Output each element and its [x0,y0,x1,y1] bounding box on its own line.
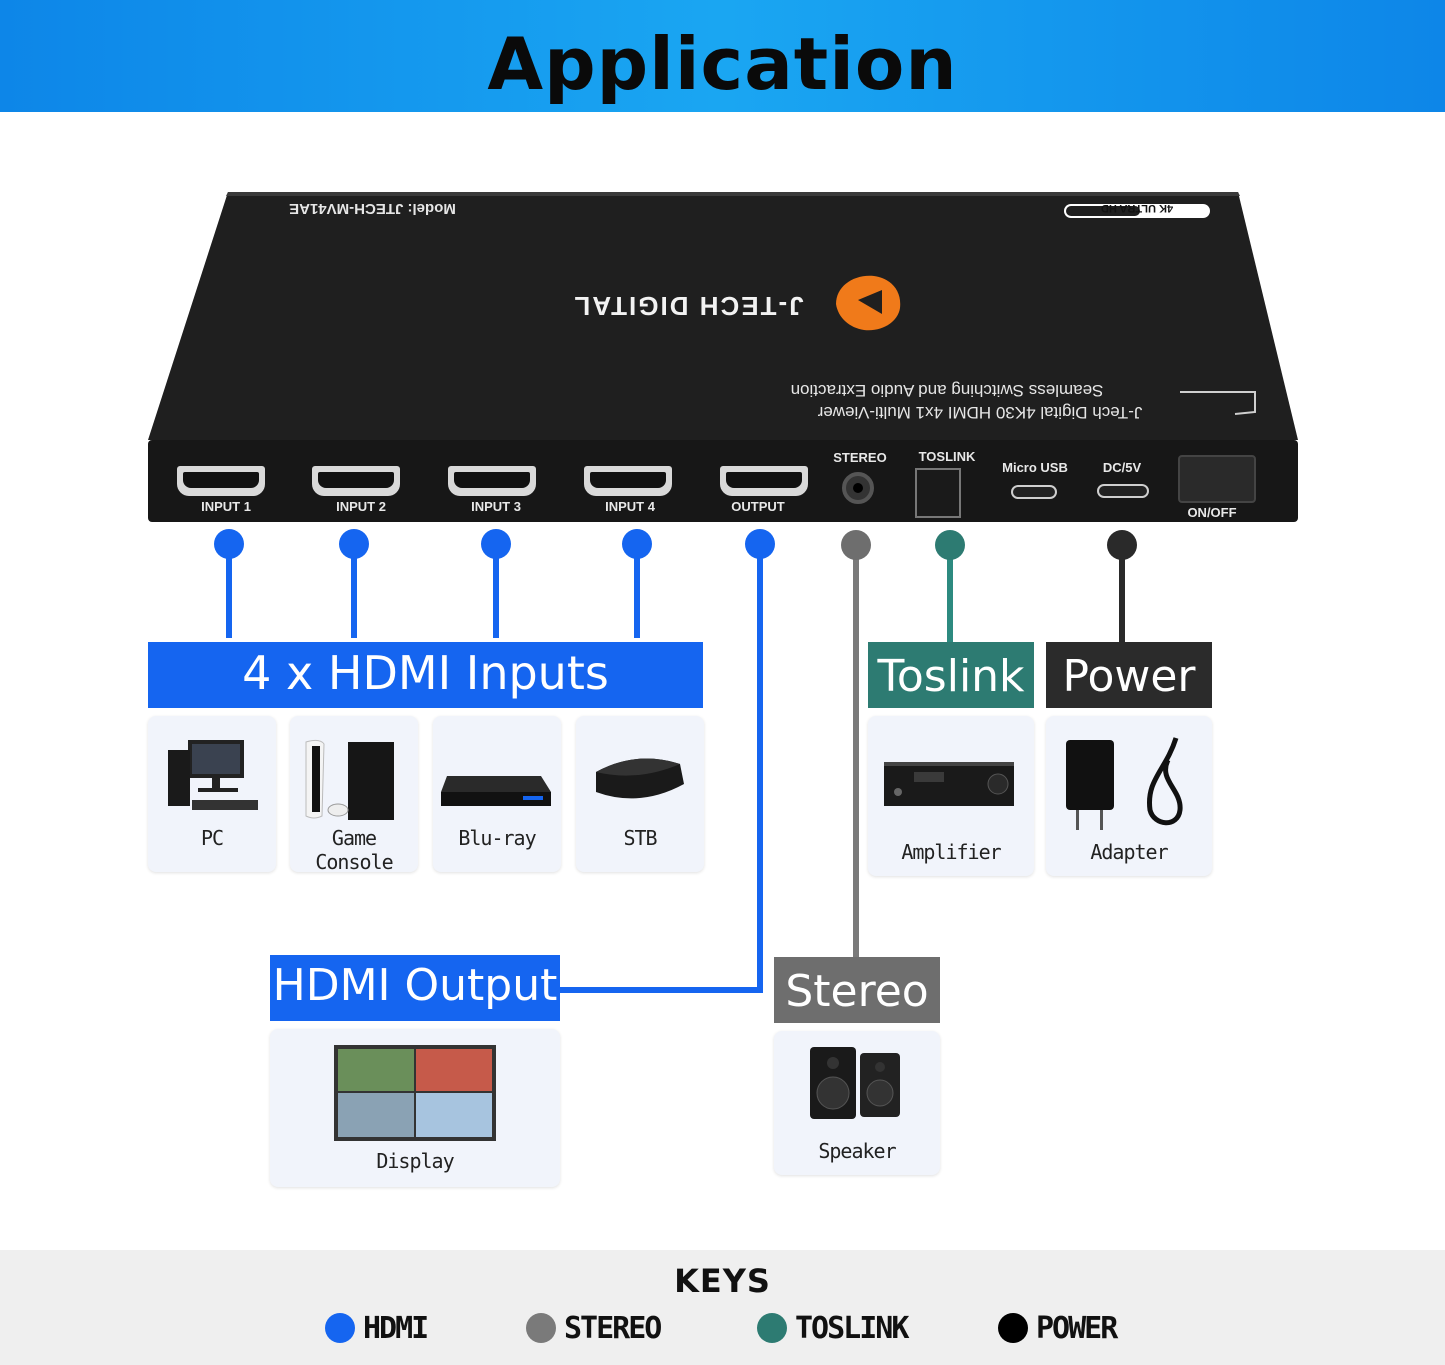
description-line-1: J-Tech Digital 4K30 HDMI 4x1 Multi-Viewe… [817,403,1143,422]
display-icon [334,1045,496,1141]
key-stereo-label: STEREO [564,1310,662,1346]
model-text: Model: JTECH-MV41AE [289,200,456,217]
hdmi-port-input-3 [448,466,536,496]
connector-line-stereo [853,545,859,957]
connector-line-power [1119,545,1125,642]
connector-line-input-2 [351,545,357,638]
input-label-game-console: Game Console [315,826,393,874]
connector-line-toslink [947,545,953,642]
output-label-display: Display [376,1149,454,1173]
connector-dot-input-3 [481,529,511,559]
key-toslink-label: TOSLINK [795,1310,909,1346]
connector-dot-input-2 [339,529,369,559]
port-label-on-off: ON/OFF [1187,505,1237,520]
key-stereo-dot-icon [526,1313,556,1343]
power-group-header: Power [1046,642,1212,708]
power-adapter-icon [1066,737,1183,830]
key-toslink: TOSLINK [757,1308,909,1348]
inputs-group-header: 4 x HDMI Inputs [148,642,703,708]
dc-power-port-icon [1097,484,1149,498]
stereo-card-speaker: Speaker [774,1031,940,1175]
stereo-label-speaker: Speaker [818,1139,896,1163]
connector-dot-input-1 [214,529,244,559]
key-hdmi-label: HDMI [363,1310,429,1346]
connector-line-input-4 [634,545,640,638]
connector-dot-input-4 [622,529,652,559]
input-card-pc: PC [148,716,276,872]
connector-line-input-1 [226,545,232,638]
port-label-stereo: STEREO [833,450,887,465]
brand-text: J-TECH DIGITAL [572,291,804,321]
output-group-header: HDMI Output [270,955,560,1021]
page-title: Application [487,22,958,106]
key-stereo: STEREO [526,1308,662,1348]
power-card-adapter: Adapter [1046,716,1212,876]
stereo-group-header: Stereo [774,957,940,1023]
port-label-dc-5v: DC/5V [1102,460,1142,475]
toslink-group-header: Toslink [868,642,1034,708]
port-label-toslink: TOSLINK [918,449,976,464]
hdmi-port-input-4 [584,466,672,496]
connector-line-output-vertical [757,545,763,993]
key-toslink-dot-icon [757,1313,787,1343]
key-hdmi: HDMI [325,1308,429,1348]
connector-dot-stereo [841,530,871,560]
hdmi-port-input-1 [177,466,265,496]
toslink-port-icon [915,468,961,518]
connector-line-output-horizontal [560,987,763,993]
key-hdmi-dot-icon [325,1313,355,1343]
power-switch-icon [1178,455,1256,503]
connector-dot-output [745,529,775,559]
input-label-blu-ray: Blu-ray [458,826,536,850]
blu-ray-player-icon [441,776,551,806]
keys-legend-bar [0,1250,1445,1365]
key-power: POWER [998,1308,1118,1348]
port-label-output: OUTPUT [731,499,785,514]
toslink-label-amplifier: Amplifier [901,840,1001,864]
speaker-icon [810,1047,900,1119]
description-line-2: Seamless Switching and Audio Extraction [790,381,1104,400]
stereo-jack-icon [842,472,874,504]
brand-logo-icon [836,275,901,331]
connector-dot-toslink [935,530,965,560]
toslink-card-amplifier: Amplifier [868,716,1034,876]
key-power-label: POWER [1036,1310,1118,1346]
port-label-micro-usb: Micro USB [1002,460,1068,475]
device-illustration [148,192,1298,440]
port-label-input-4: INPUT 4 [605,499,655,514]
input-label-stb: STB [623,826,657,850]
key-power-dot-icon [998,1313,1028,1343]
keys-title: KEYS [674,1262,771,1300]
header-banner [0,0,1445,112]
port-label-input-3: INPUT 3 [471,499,521,514]
input-card-stb: STB [576,716,704,872]
pc-icon [168,740,258,810]
micro-usb-port-icon [1011,485,1057,499]
connector-line-input-3 [493,545,499,638]
hdmi-port-input-2 [312,466,400,496]
hdmi-port-output [720,466,808,496]
input-card-blu-ray: Blu-ray [433,716,561,872]
set-top-box-icon [596,758,684,799]
ultra-hd-badge: 4K ULTRA HD [1100,202,1174,214]
port-label-input-2: INPUT 2 [336,499,386,514]
output-card-display: Display [270,1029,560,1187]
input-card-game-console: Game Console [290,716,418,874]
port-label-input-1: INPUT 1 [201,499,251,514]
connector-dot-power [1107,530,1137,560]
amplifier-icon [884,762,1014,806]
input-label-pc: PC [200,826,224,850]
power-label-adapter: Adapter [1090,840,1168,864]
game-console-icon [305,739,394,820]
